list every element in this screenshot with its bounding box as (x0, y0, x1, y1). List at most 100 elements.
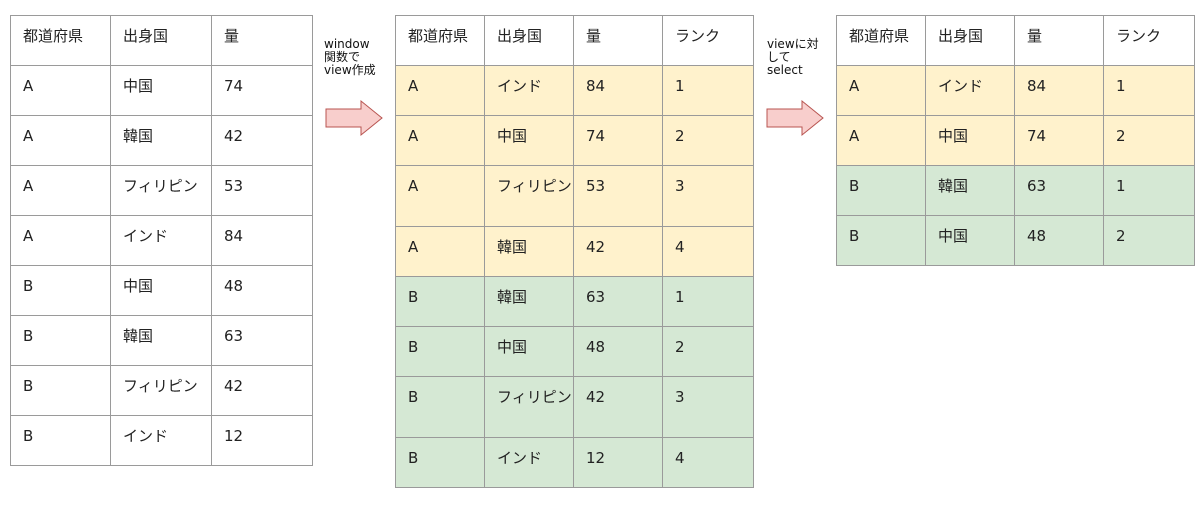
table-row: A 中国 74 2 (836, 115, 1195, 166)
table-row: B インド 12 (10, 415, 313, 466)
arrow-right-icon (325, 99, 383, 137)
cell-origin: 中国 (110, 65, 212, 116)
cell-prefecture: B (395, 376, 485, 438)
cell-rank: 3 (662, 376, 754, 438)
cell-origin: 中国 (925, 115, 1015, 166)
cell-prefecture: A (395, 115, 485, 166)
cell-origin: 中国 (110, 265, 212, 316)
cell-prefecture: A (10, 215, 111, 266)
header-amount: 量 (211, 15, 313, 66)
cell-amount: 84 (211, 215, 313, 266)
cell-amount: 48 (573, 326, 663, 377)
table-row: B 中国 48 2 (836, 215, 1195, 266)
table-row: A 韓国 42 4 (395, 226, 754, 277)
cell-amount: 48 (1014, 215, 1104, 266)
cell-amount: 42 (573, 376, 663, 438)
table-row: B インド 12 4 (395, 437, 754, 488)
cell-origin: フィリピン (484, 165, 574, 227)
cell-amount: 12 (211, 415, 313, 466)
cell-origin: インド (110, 415, 212, 466)
cell-origin: 中国 (484, 326, 574, 377)
cell-amount: 63 (1014, 165, 1104, 216)
cell-prefecture: A (10, 65, 111, 116)
cell-origin: 韓国 (925, 165, 1015, 216)
cell-origin: 中国 (925, 215, 1015, 266)
header-origin: 出身国 (110, 15, 212, 66)
cell-rank: 1 (1103, 65, 1195, 116)
cell-rank: 3 (662, 165, 754, 227)
cell-prefecture: B (10, 365, 111, 416)
cell-prefecture: A (395, 65, 485, 116)
cell-prefecture: B (10, 315, 111, 366)
table-row: B 中国 48 2 (395, 326, 754, 377)
cell-rank: 1 (662, 65, 754, 116)
header-rank: ランク (662, 15, 754, 66)
cell-origin: フィリピン (110, 165, 212, 216)
cell-amount: 53 (573, 165, 663, 227)
cell-origin: インド (925, 65, 1015, 116)
cell-amount: 63 (211, 315, 313, 366)
cell-prefecture: A (10, 115, 111, 166)
cell-amount: 84 (573, 65, 663, 116)
cell-rank: 4 (662, 437, 754, 488)
cell-origin: フィリピン (110, 365, 212, 416)
cell-rank: 2 (662, 115, 754, 166)
cell-amount: 48 (211, 265, 313, 316)
cell-origin: 中国 (484, 115, 574, 166)
cell-prefecture: B (836, 165, 926, 216)
header-origin: 出身国 (484, 15, 574, 66)
cell-origin: フィリピン (484, 376, 574, 438)
table-row: A インド 84 1 (395, 65, 754, 116)
table-header-row: 都道府県 出身国 量 (10, 15, 313, 66)
header-prefecture: 都道府県 (395, 15, 485, 66)
cell-prefecture: B (395, 276, 485, 327)
cell-amount: 42 (573, 226, 663, 277)
cell-rank: 1 (1103, 165, 1195, 216)
cell-rank: 2 (1103, 215, 1195, 266)
cell-origin: インド (110, 215, 212, 266)
table-header-row: 都道府県 出身国 量 ランク (836, 15, 1195, 66)
cell-origin: インド (484, 65, 574, 116)
table-row: B フィリピン 42 3 (395, 376, 754, 438)
cell-prefecture: B (395, 437, 485, 488)
cell-amount: 84 (1014, 65, 1104, 116)
cell-prefecture: A (836, 115, 926, 166)
table-row: B 韓国 63 1 (395, 276, 754, 327)
cell-amount: 12 (573, 437, 663, 488)
cell-rank: 4 (662, 226, 754, 277)
header-amount: 量 (1014, 15, 1104, 66)
header-origin: 出身国 (925, 15, 1015, 66)
header-prefecture: 都道府県 (836, 15, 926, 66)
result-table: 都道府県 出身国 量 ランク A インド 84 1 A 中国 74 2 B 韓国… (836, 15, 1195, 266)
header-prefecture: 都道府県 (10, 15, 111, 66)
cell-amount: 74 (1014, 115, 1104, 166)
cell-origin: インド (484, 437, 574, 488)
cell-prefecture: B (10, 265, 111, 316)
cell-origin: 韓国 (484, 226, 574, 277)
arrow-right-icon (766, 99, 824, 137)
source-table: 都道府県 出身国 量 A 中国 74 A 韓国 42 A フィリピン 53 A … (10, 15, 313, 466)
cell-prefecture: A (395, 165, 485, 227)
cell-prefecture: A (836, 65, 926, 116)
header-amount: 量 (573, 15, 663, 66)
view-table: 都道府県 出身国 量 ランク A インド 84 1 A 中国 74 2 A フィ… (395, 15, 754, 488)
cell-amount: 42 (211, 365, 313, 416)
cell-rank: 2 (1103, 115, 1195, 166)
cell-rank: 1 (662, 276, 754, 327)
cell-amount: 74 (211, 65, 313, 116)
table-row: A 韓国 42 (10, 115, 313, 166)
table-row: A インド 84 1 (836, 65, 1195, 116)
cell-origin: 韓国 (110, 115, 212, 166)
cell-amount: 63 (573, 276, 663, 327)
step2-note: viewに対 して select (767, 37, 819, 77)
table-row: A 中国 74 (10, 65, 313, 116)
cell-prefecture: A (395, 226, 485, 277)
cell-rank: 2 (662, 326, 754, 377)
table-row: A インド 84 (10, 215, 313, 266)
table-row: A フィリピン 53 3 (395, 165, 754, 227)
table-row: B フィリピン 42 (10, 365, 313, 416)
cell-prefecture: B (836, 215, 926, 266)
cell-amount: 42 (211, 115, 313, 166)
cell-amount: 53 (211, 165, 313, 216)
cell-origin: 韓国 (484, 276, 574, 327)
